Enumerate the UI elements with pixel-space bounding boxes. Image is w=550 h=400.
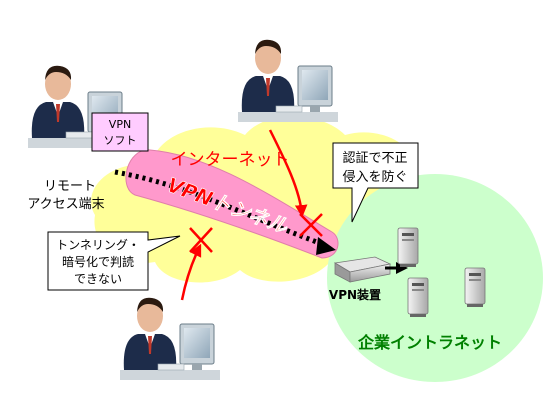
tunneling-callout-text-2: 暗号化で判読	[62, 254, 134, 269]
remote-terminal-label-2: アクセス端末	[27, 197, 104, 212]
internet-label: インターネット	[171, 150, 290, 170]
attacker-top-icon	[237, 39, 339, 123]
intranet-cloud	[327, 174, 543, 382]
attack-arrow-bottom	[180, 243, 202, 301]
vpn-device-label: VPN装置	[329, 287, 381, 302]
attack-arrow-top	[268, 129, 308, 218]
tunneling-callout	[47, 231, 181, 291]
vpn-soft-box	[91, 112, 149, 152]
auth-callout-text-2: 侵入を防ぐ	[342, 169, 407, 185]
vpn-tunnel	[125, 149, 339, 259]
intranet-arrow-head	[396, 262, 408, 274]
auth-callout-text-1: 認証で不正	[342, 150, 407, 166]
vpn-appliance-icon	[333, 256, 392, 283]
intranet-label: 企業イントラネット	[357, 333, 502, 352]
server-icon	[397, 227, 419, 268]
blocked-x-icon	[299, 213, 323, 237]
tunneling-callout-text-3: できない	[74, 272, 122, 286]
tunneling-callout-text-1: トンネリング・	[56, 238, 140, 252]
blocked-x-icon	[189, 227, 213, 253]
vpn-soft-label-2: ソフト	[104, 134, 137, 147]
tunnel-traffic-arrow-icon	[316, 237, 336, 255]
vpn-soft-label-1: VPN	[109, 118, 131, 131]
remote-terminal-label-1: リモート	[44, 179, 96, 194]
attacker-bottom-icon	[119, 297, 221, 381]
server-icon	[464, 267, 486, 308]
auth-callout	[332, 142, 419, 223]
server-icon	[407, 277, 429, 318]
